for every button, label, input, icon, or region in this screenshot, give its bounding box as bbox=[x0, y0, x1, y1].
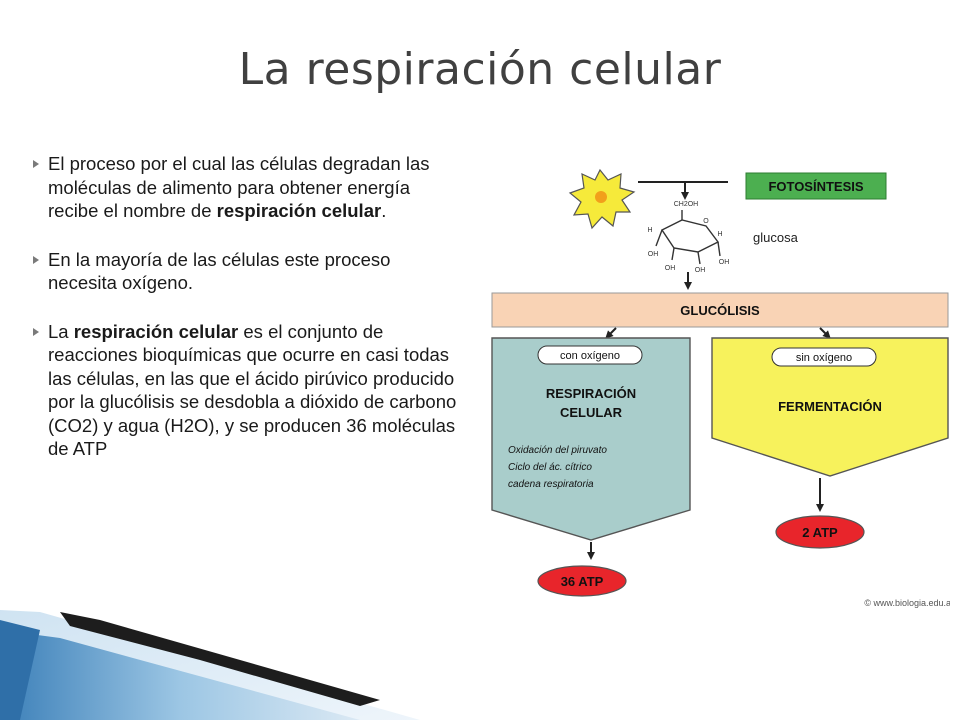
bullet-arrow-icon bbox=[33, 255, 39, 264]
decor-edge bbox=[0, 620, 40, 720]
bullet-item: En la mayoría de las células este proces… bbox=[30, 248, 460, 295]
decor-dark-stripe bbox=[60, 612, 380, 706]
glycolysis-label: GLUCÓLISIS bbox=[680, 303, 760, 318]
atp-2-label: 2 ATP bbox=[802, 525, 838, 540]
anaerobic-title: FERMENTACIÓN bbox=[778, 399, 882, 414]
ch2oh-label: CH2OH bbox=[674, 201, 699, 208]
ring-oxygen-label: O bbox=[703, 218, 709, 225]
bullet-list: El proceso por el cual las células degra… bbox=[30, 152, 460, 486]
bullet-emphasis: respiración celular bbox=[73, 320, 239, 342]
photosynthesis-box bbox=[745, 172, 887, 200]
anaerobic-condition-label: sin oxígeno bbox=[796, 352, 852, 364]
bullet-emphasis: respiración celular bbox=[216, 200, 382, 221]
decor-blue-wave bbox=[0, 630, 360, 720]
bullet-text: . bbox=[381, 200, 387, 221]
corner-decoration bbox=[0, 610, 420, 720]
aerobic-step-2: Ciclo del ác. cítrico bbox=[508, 462, 592, 473]
aerobic-title-line2: CELULAR bbox=[560, 405, 623, 420]
bullet-arrow-icon bbox=[33, 160, 39, 168]
bullet-text: El proceso por el cual las células degra… bbox=[48, 153, 430, 221]
aerobic-condition-pill bbox=[537, 345, 643, 365]
image-credit: © www.biologia.edu.ar bbox=[864, 598, 950, 608]
aerobic-condition-label: con oxígeno bbox=[560, 350, 620, 362]
bullet-item: La respiración celular es el conjunto de… bbox=[30, 320, 460, 461]
hydroxyl-label-4: OH bbox=[719, 259, 730, 266]
hydroxyl-label-3: OH bbox=[695, 267, 706, 274]
sun-icon bbox=[568, 168, 636, 230]
glucose-label: glucosa bbox=[753, 230, 799, 245]
arrow-to-aerobic bbox=[605, 327, 617, 339]
atp-36-label: 36 ATP bbox=[561, 574, 604, 589]
bullet-text: La bbox=[48, 320, 74, 342]
bullet-arrow-icon bbox=[33, 327, 39, 336]
atp-2-oval bbox=[775, 515, 865, 549]
respiration-diagram: FOTOSÍNTESIS CH2OH O H OH OH OH OH H glu… bbox=[491, 168, 950, 608]
hydrogen-label-2: H bbox=[717, 231, 722, 238]
aerobic-step-1: Oxidación del piruvato bbox=[508, 445, 607, 456]
hydroxyl-label-2: OH bbox=[665, 265, 676, 272]
hydrogen-label-1: H bbox=[647, 227, 652, 234]
glucose-molecule bbox=[655, 210, 721, 265]
arrow-to-anaerobic bbox=[819, 327, 831, 339]
bullet-text: es el conjunto de reacciones bioquímicas… bbox=[48, 320, 457, 460]
aerobic-box bbox=[491, 337, 691, 541]
bullet-text: En la mayoría de las células este proces… bbox=[48, 248, 391, 294]
hydroxyl-label-1: OH bbox=[648, 251, 659, 258]
anaerobic-box bbox=[711, 337, 949, 477]
atp-36-oval bbox=[537, 565, 627, 597]
aerobic-step-3: cadena respiratoria bbox=[508, 479, 594, 490]
slide-title: La respiración celular bbox=[238, 44, 722, 95]
bullet-item: El proceso por el cual las células degra… bbox=[30, 152, 460, 223]
photosynthesis-label: FOTOSÍNTESIS bbox=[768, 179, 863, 194]
anaerobic-condition-pill bbox=[771, 347, 877, 367]
glycolysis-box bbox=[491, 292, 949, 328]
aerobic-title-line1: RESPIRACIÓN bbox=[546, 386, 636, 401]
